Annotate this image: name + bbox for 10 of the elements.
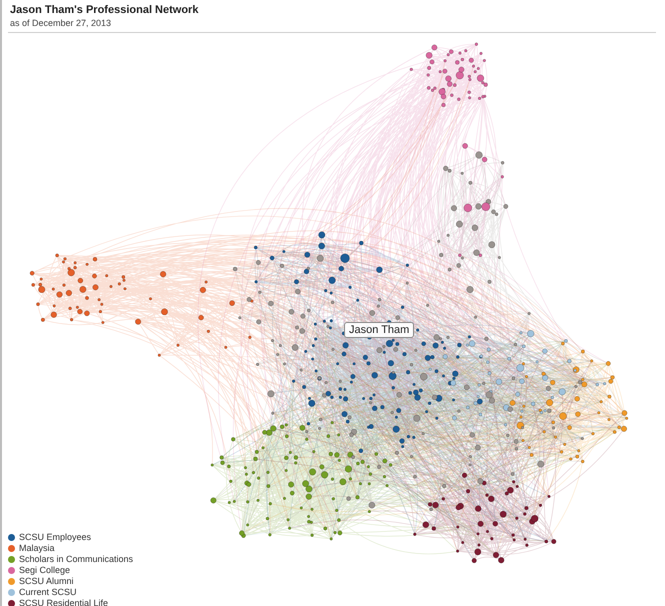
legend-label: SCSU Residential Life: [19, 598, 108, 606]
name-tag: Jason Tham: [344, 322, 414, 338]
legend-label: Current SCSU: [19, 587, 77, 598]
legend-label: SCSU Alumni: [19, 576, 74, 587]
legend-label: Malaysia: [19, 543, 55, 554]
legend-label: Scholars in Communications: [19, 554, 134, 565]
chart-title: Jason Tham's Professional Network: [10, 4, 198, 16]
date-subtitle: as of December 27, 2013: [10, 18, 112, 28]
legend-label: SCSU Employees: [19, 532, 92, 543]
legend-label: Segi College: [19, 565, 70, 576]
